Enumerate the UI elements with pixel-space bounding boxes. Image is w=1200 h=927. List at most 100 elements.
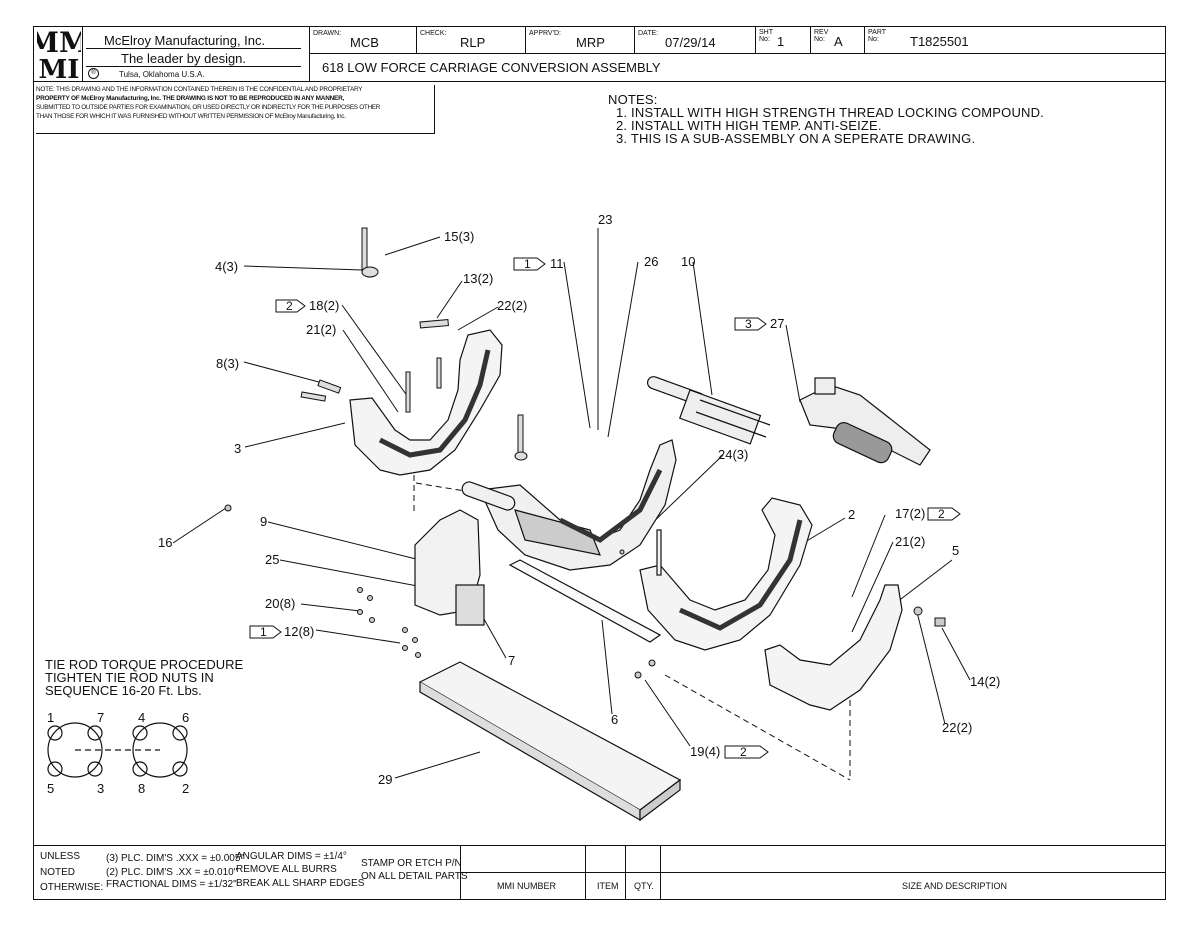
rev-label-2: No:: [814, 36, 825, 43]
date-label: DATE:: [638, 30, 659, 37]
sht-label-2: No:: [759, 36, 770, 43]
notice-line-4: THAN THOSE FOR WHICH IT WAS FURNISHED WI…: [36, 113, 346, 120]
tolerance-1: (3) PLC. DIM'S .XXX = ±0.005": [106, 853, 244, 864]
callout-7: 7: [508, 653, 516, 668]
tag-18: 2: [286, 299, 293, 313]
drawing-border: [33, 26, 1166, 900]
callout-15: 15(3): [444, 229, 475, 244]
callout-12: 12(8): [284, 624, 315, 639]
jaw-part-3: [349, 329, 503, 476]
callout-18: 18(2): [309, 298, 340, 313]
unless-text: UNLESS: [40, 851, 81, 862]
proprietary-notice: NOTE: THIS DRAWING AND THE INFORMATION C…: [36, 85, 435, 134]
callout-23: 23: [598, 212, 613, 227]
torque-line-1: TIE ROD TORQUE PROCEDURE: [45, 657, 244, 672]
callout-20: 20(8): [265, 596, 296, 611]
callout-13: 13(2): [463, 271, 494, 286]
callout-4: 4(3): [215, 259, 239, 274]
note-2: 2. INSTALL WITH HIGH TEMP. ANTI-SEIZE.: [616, 118, 882, 133]
col-size-description: SIZE AND DESCRIPTION: [902, 881, 1008, 891]
date-value: 07/29/14: [665, 35, 716, 50]
callout-29: 29: [378, 772, 393, 787]
registered-icon: ®: [88, 68, 99, 79]
callout-21b: 21(2): [895, 534, 926, 549]
callout-17: 17(2): [895, 506, 926, 521]
callout-24: 24(3): [718, 447, 749, 462]
remove-burrs: REMOVE ALL BURRS: [236, 864, 337, 875]
callout-10: 10: [681, 254, 696, 269]
callout-2: 2: [848, 507, 856, 522]
apprvd-label: APPRV'D:: [529, 30, 561, 37]
callout-22b: 22(2): [942, 720, 973, 735]
plate-part-6: [508, 559, 662, 643]
callout-6: 6: [611, 712, 619, 727]
company-logo: MM MI: [28, 26, 90, 85]
callout-8: 8(3): [216, 356, 240, 371]
company-name: McElroy Manufacturing, Inc.: [104, 33, 266, 48]
torque-seq-8: 8: [138, 781, 146, 796]
sht-label-1: SHT: [759, 29, 773, 36]
callout-22a: 22(2): [497, 298, 528, 313]
callout-26: 26: [644, 254, 659, 269]
logo-mm: MM: [37, 28, 81, 59]
company-location: Tulsa, Oklahoma U.S.A.: [119, 70, 205, 79]
sht-value: 1: [777, 34, 785, 49]
tag-27: 3: [745, 317, 752, 331]
note-1: 1. INSTALL WITH HIGH STRENGTH THREAD LOC…: [616, 105, 1045, 120]
notes-heading: NOTES:: [608, 92, 658, 107]
carriage-assembly: [461, 439, 677, 571]
part-label-1: PART: [868, 29, 887, 36]
torque-seq-5: 5: [47, 781, 55, 796]
torque-seq-7: 7: [97, 710, 105, 725]
apprvd-value: MRP: [576, 35, 605, 50]
callout-25: 25: [265, 552, 280, 567]
col-qty: QTY.: [634, 881, 654, 891]
tag-12: 1: [260, 625, 267, 639]
notice-line-2: PROPERTY OF McElroy Manufacturing, Inc. …: [36, 95, 345, 102]
torque-line-3: SEQUENCE 16-20 Ft. Lbs.: [45, 683, 202, 698]
part-number: T1825501: [910, 34, 969, 49]
col-mmi-number: MMI NUMBER: [497, 881, 556, 891]
break-edges: BREAK ALL SHARP EDGES: [236, 878, 365, 889]
tag-11: 1: [524, 257, 531, 271]
torque-seq-6: 6: [182, 710, 190, 725]
base-part-29: [418, 661, 682, 822]
check-label: CHECK:: [420, 30, 447, 37]
note-3: 3. THIS IS A SUB-ASSEMBLY ON A SEPERATE …: [616, 131, 976, 146]
callout-27: 27: [770, 316, 785, 331]
callout-3: 3: [234, 441, 242, 456]
torque-line-2: TIGHTEN TIE ROD NUTS IN: [45, 670, 214, 685]
check-value: RLP: [460, 35, 486, 50]
tag-17: 2: [938, 507, 945, 521]
torque-seq-3: 3: [97, 781, 105, 796]
torque-seq-2: 2: [182, 781, 190, 796]
callout-9: 9: [260, 514, 268, 529]
callout-14: 14(2): [970, 674, 1001, 689]
drawn-label: DRAWN:: [313, 30, 342, 37]
rev-label-1: REV: [814, 29, 829, 36]
jaw-part-2: [639, 497, 813, 651]
angular-dims: ANGULAR DIMS = ±1/4°: [236, 851, 347, 862]
tag-19: 2: [740, 745, 747, 759]
drawn-value: MCB: [350, 35, 379, 50]
rev-value: A: [834, 34, 843, 49]
callout-19: 19(4): [690, 744, 721, 759]
bracket-part-5: [764, 584, 903, 711]
callout-5: 5: [952, 543, 960, 558]
callout-16: 16: [158, 535, 173, 550]
callout-21a: 21(2): [306, 322, 337, 337]
drawing-title: 618 LOW FORCE CARRIAGE CONVERSION ASSEMB…: [322, 60, 661, 75]
frame-part-9: [414, 509, 485, 626]
notes-block: NOTES: 1. INSTALL WITH HIGH STRENGTH THR…: [608, 93, 1044, 145]
tolerance-3: FRACTIONAL DIMS = ±1/32": [106, 879, 237, 890]
torque-sequence-diagram: [47, 722, 188, 778]
stamp-text-2: ON ALL DETAIL PARTS: [361, 871, 468, 882]
callout-11: 11: [550, 256, 564, 271]
notice-line-1: NOTE: THIS DRAWING AND THE INFORMATION C…: [36, 86, 363, 93]
company-tagline: The leader by design.: [121, 51, 247, 66]
part-label-2: No:: [868, 36, 879, 43]
tolerance-2: (2) PLC. DIM'S .XX = ±0.010": [106, 867, 238, 878]
noted-text: NOTED: [40, 867, 75, 878]
stamp-text-1: STAMP OR ETCH P/N: [361, 858, 462, 869]
